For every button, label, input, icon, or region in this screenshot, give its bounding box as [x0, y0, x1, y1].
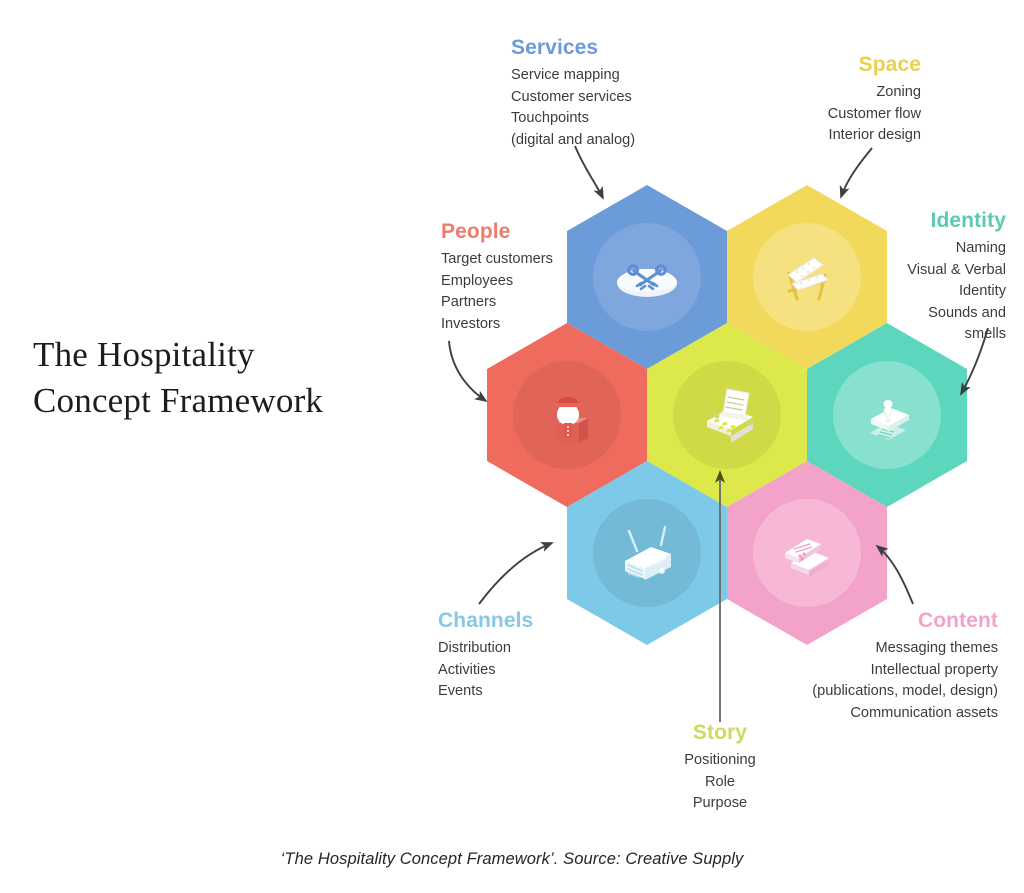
identity-item: Visual & Verbal [907, 261, 1006, 278]
story-item: Purpose [692, 795, 748, 812]
identity-heading: Identity [930, 209, 1006, 232]
page-title-line-1: The Hospitality [33, 335, 255, 374]
hexagon-channels[interactable] [567, 461, 727, 645]
label-block-services: Services Service mapping Customer servic… [511, 36, 635, 151]
channels-item: Activities [438, 661, 496, 678]
content-icon-disc [753, 499, 861, 607]
page-title-line-2: Concept Framework [33, 381, 324, 420]
channels-heading: Channels [438, 609, 534, 632]
content-item: Intellectual property [870, 661, 998, 678]
typewriter-icon [707, 388, 753, 443]
channels-item: Distribution [438, 640, 511, 657]
people-item: Partners [441, 294, 497, 311]
figure-caption: ‘The Hospitality Concept Framework’. Sou… [280, 850, 744, 868]
content-item: Communication assets [850, 704, 998, 721]
content-item: Messaging themes [875, 640, 999, 657]
content-item: (publications, model, design) [812, 683, 998, 700]
label-block-space: Space Zoning Customer flow Interior desi… [828, 53, 921, 147]
channels-item: Events [438, 683, 483, 700]
space-heading: Space [858, 53, 921, 76]
hexagon-honeycomb [470, 185, 970, 645]
page-title: The Hospitality Concept Framework [33, 332, 403, 424]
hexagon-services[interactable] [567, 185, 727, 369]
people-item: Target customers [441, 251, 553, 268]
hexagon-content[interactable] [727, 461, 887, 645]
books-publications-icon [785, 539, 829, 577]
hexagon-identity[interactable] [807, 323, 967, 507]
people-heading: People [441, 220, 511, 243]
story-icon-disc [673, 361, 781, 469]
identity-item: Sounds and [928, 304, 1006, 321]
crossed-keys-on-pillow-icon [617, 264, 677, 297]
story-item: Positioning [684, 752, 756, 769]
space-icon-disc [753, 223, 861, 331]
services-item: (digital and analog) [511, 131, 636, 148]
bellhop-porter-icon [555, 397, 588, 443]
label-block-story: Story Positioning Role Purpose [651, 721, 789, 815]
label-block-channels: Channels Distribution Activities Events [438, 609, 533, 703]
rubber-stamp-icon [867, 400, 909, 441]
services-heading: Services [511, 36, 599, 59]
identity-item: Identity [958, 283, 1006, 300]
content-heading: Content [917, 609, 998, 632]
people-item: Investors [441, 315, 501, 332]
identity-item: smells [964, 326, 1006, 343]
services-item: Touchpoints [511, 110, 589, 127]
people-icon-disc [513, 361, 621, 469]
identity-icon-disc [833, 361, 941, 469]
radio-receiver-icon [625, 525, 671, 580]
identity-item: Naming [955, 240, 1006, 257]
story-item: Role [704, 773, 735, 790]
services-item: Service mapping [511, 67, 620, 84]
space-item: Customer flow [827, 105, 921, 122]
story-heading: Story [692, 721, 748, 744]
hexagon-space[interactable] [727, 185, 887, 369]
services-item: Customer services [511, 88, 632, 105]
label-block-content: Content Messaging themes Intellectual pr… [812, 609, 998, 724]
lounge-chair-icon [787, 257, 829, 301]
channels-icon-disc [593, 499, 701, 607]
space-item: Interior design [828, 127, 921, 144]
people-item: Employees [441, 272, 514, 289]
services-icon-disc [593, 223, 701, 331]
label-block-identity: Identity Naming Visual & Verbal Identity… [907, 209, 1006, 346]
label-block-people: People Target customers Employees Partne… [441, 220, 553, 335]
space-item: Zoning [876, 84, 921, 101]
hexagon-story[interactable] [647, 323, 807, 507]
